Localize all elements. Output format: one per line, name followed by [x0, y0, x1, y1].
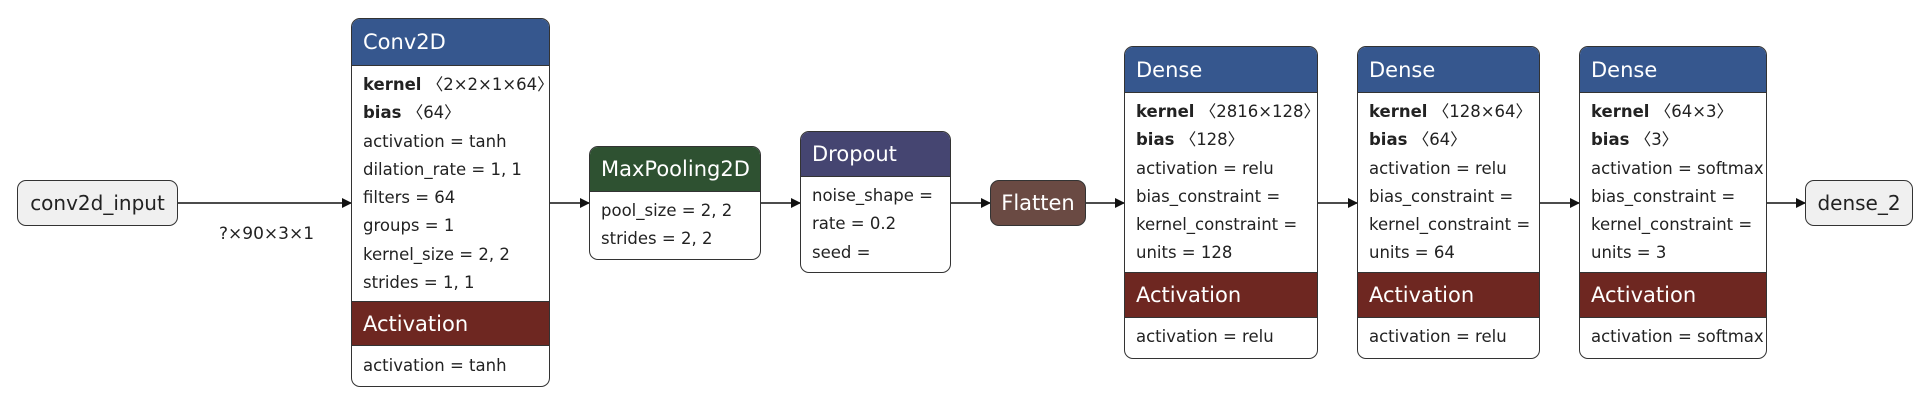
dropout-param: noise_shape = — [812, 186, 933, 205]
conv2d-param: filters = 64 — [363, 188, 456, 208]
conv2d-activation-params: activation = tanh — [352, 346, 549, 384]
flatten-node[interactable]: Flatten — [990, 180, 1086, 226]
dense-1-activation-param: activation = relu — [1369, 327, 1507, 346]
dense-1-activation-header: Activation — [1358, 272, 1539, 318]
conv2d-param: strides = 1, 1 — [363, 273, 475, 293]
conv2d-bias-key: bias — [363, 103, 402, 123]
dense-2-activation-params: activation = softmax — [1580, 318, 1766, 355]
conv2d-param: groups = 1 — [363, 216, 455, 236]
dense-0-kernel-key: kernel — [1136, 102, 1195, 121]
conv2d-param: kernel_size = 2, 2 — [363, 244, 510, 264]
dense-2-bias-val: 〈3〉 — [1634, 130, 1679, 150]
dense-1-bias-val: 〈64〉 — [1412, 130, 1467, 150]
conv2d-param: activation = tanh — [363, 131, 507, 151]
dense-1-bias-row: bias 〈64〉 — [1369, 126, 1528, 154]
dense-0-kernel-row: kernel 〈2816×128〉 — [1136, 98, 1317, 126]
conv2d-kernel-row: kernel 〈2×2×1×64〉 — [363, 71, 549, 99]
input-node-label: conv2d_input — [30, 191, 165, 215]
conv2d-activation-header: Activation — [352, 301, 549, 346]
dense-2-title: Dense — [1591, 57, 1658, 82]
dense-0-param: kernel_constraint = — [1136, 215, 1298, 235]
conv2d-node[interactable]: Conv2D kernel 〈2×2×1×64〉 bias 〈64〉 activ… — [351, 18, 550, 387]
output-node-label: dense_2 — [1817, 191, 1901, 215]
dense-0-param: activation = relu — [1136, 158, 1274, 178]
maxpool-param: strides = 2, 2 — [601, 229, 713, 249]
dense-1-activation-params: activation = relu — [1358, 318, 1539, 355]
dense-1-param: bias_constraint = — [1369, 186, 1514, 206]
dense-1-header: Dense — [1358, 47, 1539, 93]
conv2d-activation-param: activation = tanh — [363, 356, 507, 375]
dense-node-1[interactable]: Dense kernel 〈128×64〉 bias 〈64〉 activati… — [1357, 46, 1540, 359]
maxpool-param: pool_size = 2, 2 — [601, 201, 733, 220]
dense-node-2[interactable]: Dense kernel 〈64×3〉 bias 〈3〉 activation … — [1579, 46, 1767, 359]
dropout-param: seed = — [812, 242, 871, 262]
conv2d-kernel-key: kernel — [363, 75, 422, 94]
dense-0-kernel-val: 〈2816×128〉 — [1199, 102, 1318, 121]
maxpool-node[interactable]: MaxPooling2D pool_size = 2, 2 strides = … — [589, 146, 761, 260]
input-node[interactable]: conv2d_input — [17, 180, 178, 226]
dense-0-activation-title: Activation — [1136, 283, 1242, 307]
conv2d-bias-val: 〈64〉 — [406, 103, 461, 123]
maxpool-params: pool_size = 2, 2 strides = 2, 2 — [590, 192, 760, 258]
dense-0-activation-params: activation = relu — [1125, 318, 1317, 355]
dense-0-bias-row: bias 〈128〉 — [1136, 126, 1306, 154]
dense-0-param: units = 128 — [1136, 243, 1233, 263]
dense-2-kernel-val: 〈64×3〉 — [1654, 102, 1734, 121]
dense-0-param: bias_constraint = — [1136, 186, 1281, 206]
dense-0-bias-val: 〈128〉 — [1179, 130, 1245, 150]
flatten-title: Flatten — [1001, 191, 1075, 215]
dense-1-params: kernel 〈128×64〉 bias 〈64〉 activation = r… — [1358, 93, 1539, 272]
dense-1-bias-key: bias — [1369, 130, 1408, 150]
dense-2-activation-title: Activation — [1591, 283, 1697, 307]
dense-1-param: units = 64 — [1369, 243, 1455, 263]
conv2d-title: Conv2D — [363, 30, 446, 54]
dense-2-header: Dense — [1580, 47, 1766, 93]
dense-2-param: kernel_constraint = — [1591, 215, 1753, 235]
dense-1-title: Dense — [1369, 57, 1436, 82]
dense-1-param: kernel_constraint = — [1369, 215, 1531, 235]
conv2d-activation-title: Activation — [363, 311, 469, 336]
conv2d-kernel-val: 〈2×2×1×64〉 — [426, 75, 550, 94]
dense-0-activation-param: activation = relu — [1136, 327, 1274, 346]
dense-1-kernel-val: 〈128×64〉 — [1432, 102, 1533, 121]
dense-2-bias-row: bias 〈3〉 — [1591, 126, 1755, 154]
dense-2-kernel-row: kernel 〈64×3〉 — [1591, 98, 1755, 126]
dense-2-params: kernel 〈64×3〉 bias 〈3〉 activation = soft… — [1580, 93, 1766, 272]
dense-0-title: Dense — [1136, 57, 1203, 82]
conv2d-bias-row: bias 〈64〉 — [363, 99, 538, 127]
dense-node-0[interactable]: Dense kernel 〈2816×128〉 bias 〈128〉 activ… — [1124, 46, 1318, 359]
dense-2-activation-param: activation = softmax — [1591, 327, 1764, 346]
dense-1-param: activation = relu — [1369, 158, 1507, 178]
dense-0-activation-header: Activation — [1125, 272, 1317, 318]
dense-2-activation-header: Activation — [1580, 272, 1766, 318]
dense-1-kernel-key: kernel — [1369, 102, 1428, 121]
dense-0-header: Dense — [1125, 47, 1317, 93]
maxpool-header: MaxPooling2D — [590, 147, 760, 192]
dropout-node[interactable]: Dropout noise_shape = rate = 0.2 seed = — [800, 131, 951, 273]
dense-2-param: units = 3 — [1591, 243, 1667, 263]
conv2d-params: kernel 〈2×2×1×64〉 bias 〈64〉 activation =… — [352, 66, 549, 301]
dropout-header: Dropout — [801, 132, 950, 177]
dropout-title: Dropout — [812, 142, 897, 166]
output-node[interactable]: dense_2 — [1805, 180, 1913, 226]
dense-2-param: activation = softmax — [1591, 158, 1764, 178]
dense-2-param: bias_constraint = — [1591, 186, 1736, 206]
dense-2-bias-key: bias — [1591, 130, 1630, 150]
input-shape-label: ?×90×3×1 — [219, 224, 315, 244]
dense-0-bias-key: bias — [1136, 130, 1175, 150]
dense-0-params: kernel 〈2816×128〉 bias 〈128〉 activation … — [1125, 93, 1317, 272]
maxpool-title: MaxPooling2D — [601, 157, 750, 181]
dropout-params: noise_shape = rate = 0.2 seed = — [801, 177, 950, 271]
dropout-param: rate = 0.2 — [812, 214, 897, 234]
dense-1-kernel-row: kernel 〈128×64〉 — [1369, 98, 1532, 126]
conv2d-header: Conv2D — [352, 19, 549, 66]
dense-1-activation-title: Activation — [1369, 283, 1475, 307]
dense-2-kernel-key: kernel — [1591, 102, 1650, 121]
conv2d-param: dilation_rate = 1, 1 — [363, 159, 522, 179]
